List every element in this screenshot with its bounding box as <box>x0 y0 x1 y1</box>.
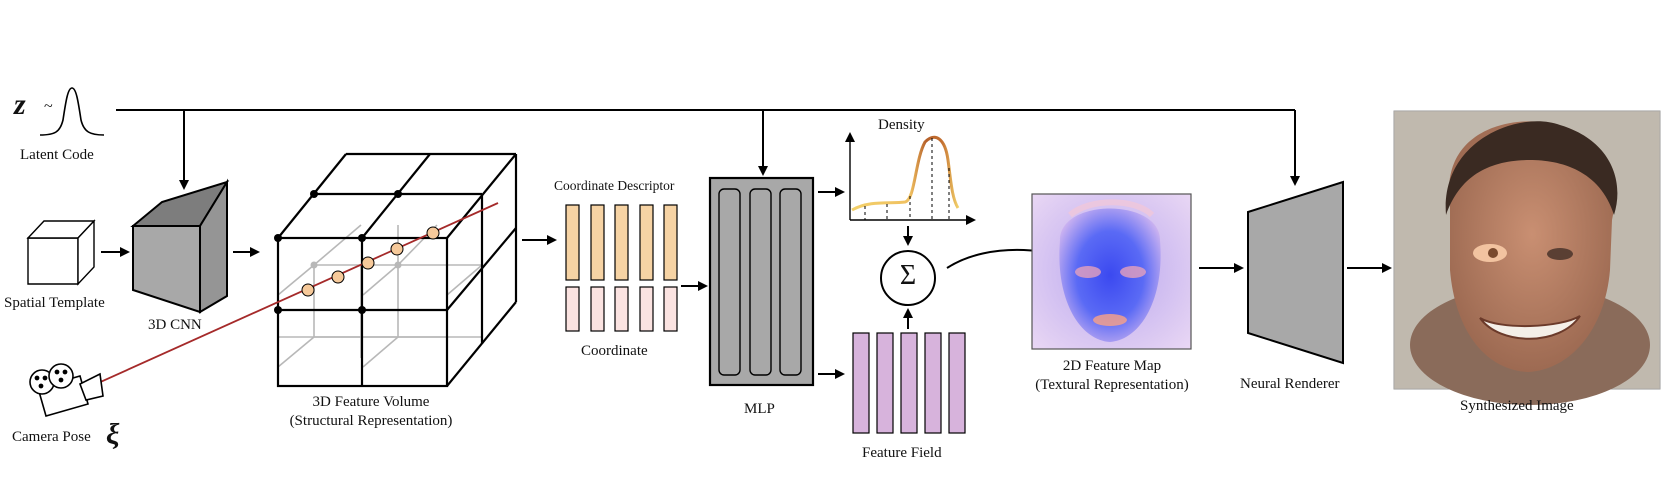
feature-volume-label-1: 3D Feature Volume <box>312 394 430 410</box>
neural-renderer-label: Neural Renderer <box>1240 376 1340 392</box>
distribution-tilde: ~ <box>44 98 53 115</box>
camera-pose-label: Camera Pose <box>12 429 91 445</box>
ray-sample-points <box>301 226 440 297</box>
coordinate-descriptor-label: Coordinate Descriptor <box>554 178 675 193</box>
camera-pose-symbol: ξ <box>106 418 120 451</box>
feature-map-label-1: 2D Feature Map <box>1062 358 1162 374</box>
coordinate-bars <box>565 286 678 332</box>
cnn-label: 3D CNN <box>148 317 202 333</box>
mlp-label: MLP <box>744 401 775 417</box>
feature-map-label-2: (Textural Representation) <box>1035 377 1189 393</box>
feature-volume <box>274 152 518 388</box>
coordinate-label: Coordinate <box>581 343 648 359</box>
sum-symbol: Σ <box>899 260 917 291</box>
synthesized-image-label: Synthesized Image <box>1460 398 1574 414</box>
density-label: Density <box>878 117 925 133</box>
latent-code-label: Latent Code <box>20 147 94 163</box>
coordinate-descriptor-bars <box>565 204 678 281</box>
feature-field-bars <box>852 332 966 434</box>
density-plot <box>845 132 976 225</box>
mlp-block <box>708 176 815 387</box>
feature-volume-label-2: (Structural Representation) <box>289 413 453 429</box>
feature-field-label: Feature Field <box>862 445 942 461</box>
camera-icon <box>29 363 104 417</box>
spatial-template-cube <box>26 219 96 286</box>
gaussian-curve <box>39 87 105 136</box>
neural-renderer-block <box>1247 180 1344 365</box>
spatial-template-label: Spatial Template <box>4 295 105 311</box>
feature-map-image <box>1031 193 1192 350</box>
cnn-block <box>130 178 230 314</box>
synthesized-image <box>1393 110 1661 405</box>
latent-symbol: z <box>14 88 26 121</box>
sum-node <box>880 250 936 306</box>
